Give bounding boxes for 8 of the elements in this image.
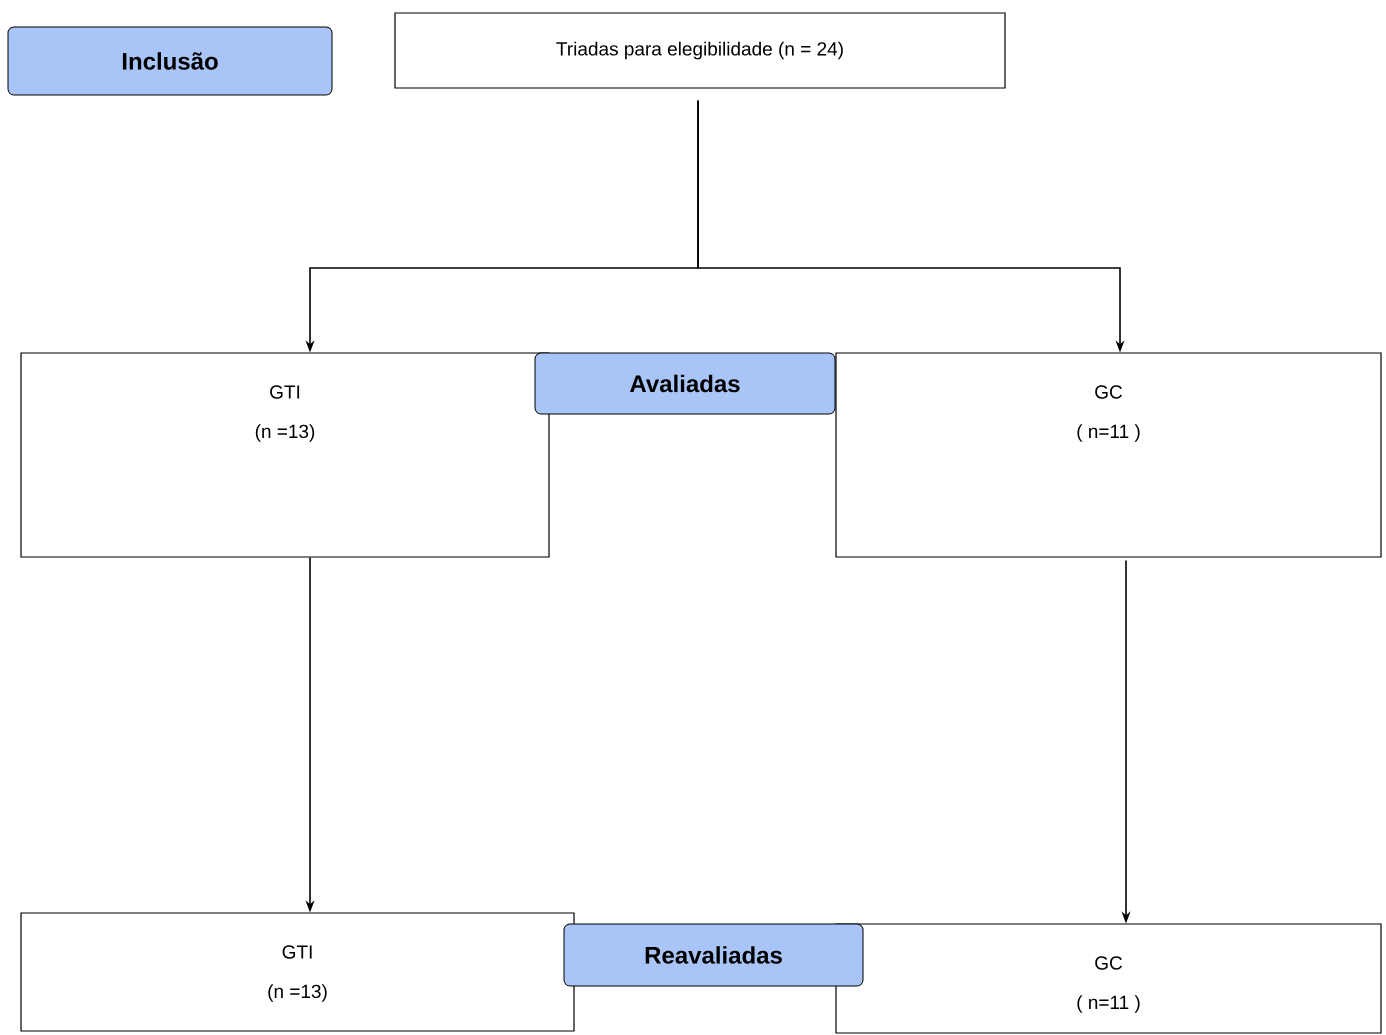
process-box: Triadas para elegibilidade (n = 24): [394, 12, 1006, 89]
group-box: GC ( n=11 ): [835, 352, 1382, 558]
section-label: Reavaliadas: [563, 923, 864, 987]
group-box: GTI (n =13): [20, 352, 550, 558]
group-box: GC ( n=11 ): [835, 923, 1382, 1034]
group-box: GTI (n =13): [20, 912, 575, 1032]
section-label: Avaliadas: [534, 352, 836, 415]
section-label: Inclusão: [7, 26, 333, 96]
